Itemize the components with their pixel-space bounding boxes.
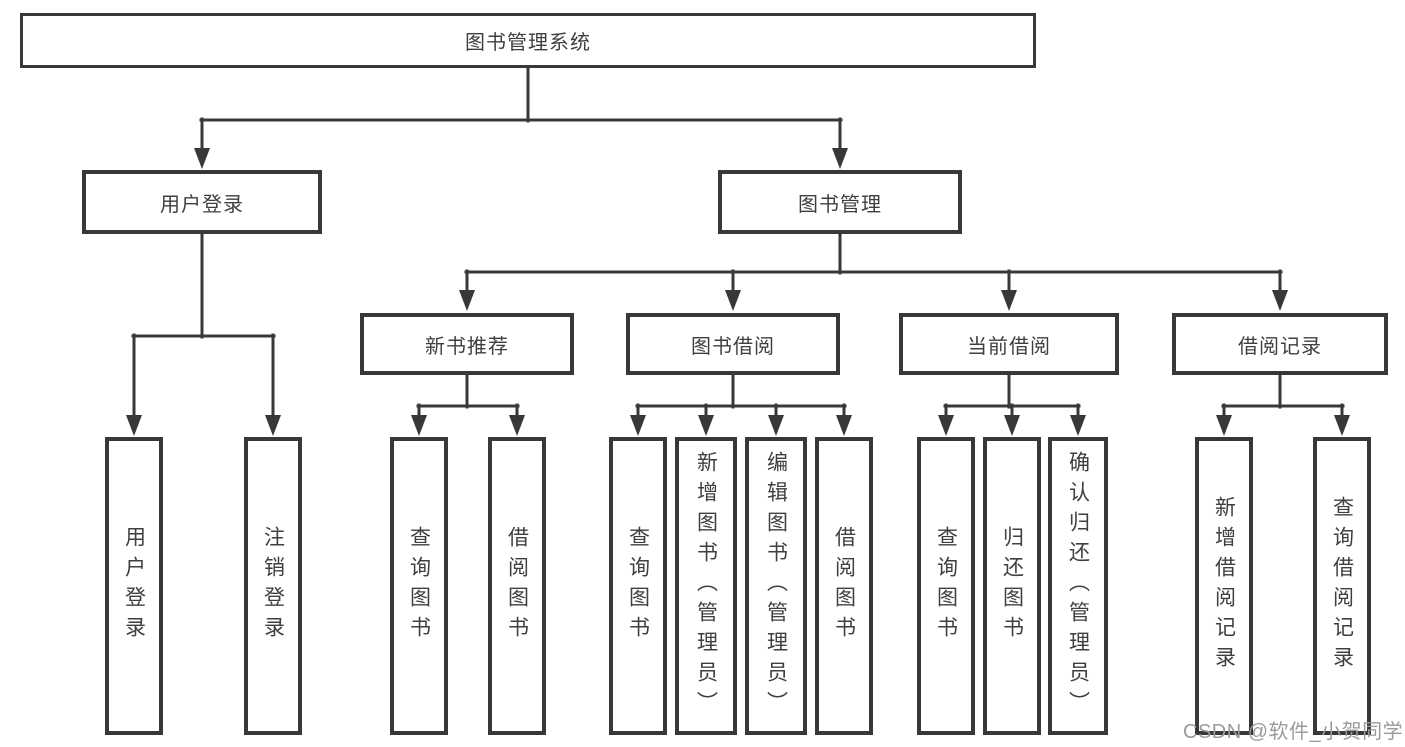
leaf-label: 借阅图书 xyxy=(505,526,529,646)
leaf-query-books-current: 查询图书 xyxy=(917,437,975,735)
leaf-confirm-return-admin: 确认归还（管理员） xyxy=(1048,437,1108,735)
leaf-edit-books-admin: 编辑图书（管理员） xyxy=(745,437,807,735)
leaf-query-borrow-record: 查询借阅记录 xyxy=(1313,437,1371,735)
node-user-login: 用户登录 xyxy=(82,170,322,234)
leaf-add-borrow-record: 新增借阅记录 xyxy=(1195,437,1253,735)
leaf-user-login: 用户登录 xyxy=(105,437,163,735)
leaf-label: 注销登录 xyxy=(261,526,285,646)
leaf-label: 查询图书 xyxy=(407,526,431,646)
node-current-borrow: 当前借阅 xyxy=(899,313,1119,375)
leaf-add-books-admin: 新增图书（管理员） xyxy=(675,437,737,735)
node-book-borrow: 图书借阅 xyxy=(626,313,840,375)
leaf-borrow-books: 借阅图书 xyxy=(815,437,873,735)
node-new-book-recommend: 新书推荐 xyxy=(360,313,574,375)
leaf-query-books-recommend: 查询图书 xyxy=(390,437,448,735)
csdn-watermark: CSDN @软件_小贺同学 xyxy=(1183,721,1404,743)
leaf-return-books: 归还图书 xyxy=(983,437,1041,735)
leaf-label: 新增借阅记录 xyxy=(1212,496,1236,676)
leaf-label: 新增图书（管理员） xyxy=(694,451,718,721)
leaf-label: 归还图书 xyxy=(1000,526,1024,646)
leaf-label: 编辑图书（管理员） xyxy=(764,451,788,721)
leaf-label: 查询借阅记录 xyxy=(1330,496,1354,676)
leaf-label: 查询图书 xyxy=(934,526,958,646)
leaf-label: 查询图书 xyxy=(626,526,650,646)
leaf-label: 用户登录 xyxy=(122,526,146,646)
node-borrow-records: 借阅记录 xyxy=(1172,313,1388,375)
node-book-management: 图书管理 xyxy=(718,170,962,234)
leaf-borrow-books-recommend: 借阅图书 xyxy=(488,437,546,735)
node-library-management-system: 图书管理系统 xyxy=(20,13,1036,68)
leaf-query-books-borrow: 查询图书 xyxy=(609,437,667,735)
leaf-label: 确认归还（管理员） xyxy=(1066,451,1090,721)
leaf-logout: 注销登录 xyxy=(244,437,302,735)
leaf-label: 借阅图书 xyxy=(832,526,856,646)
